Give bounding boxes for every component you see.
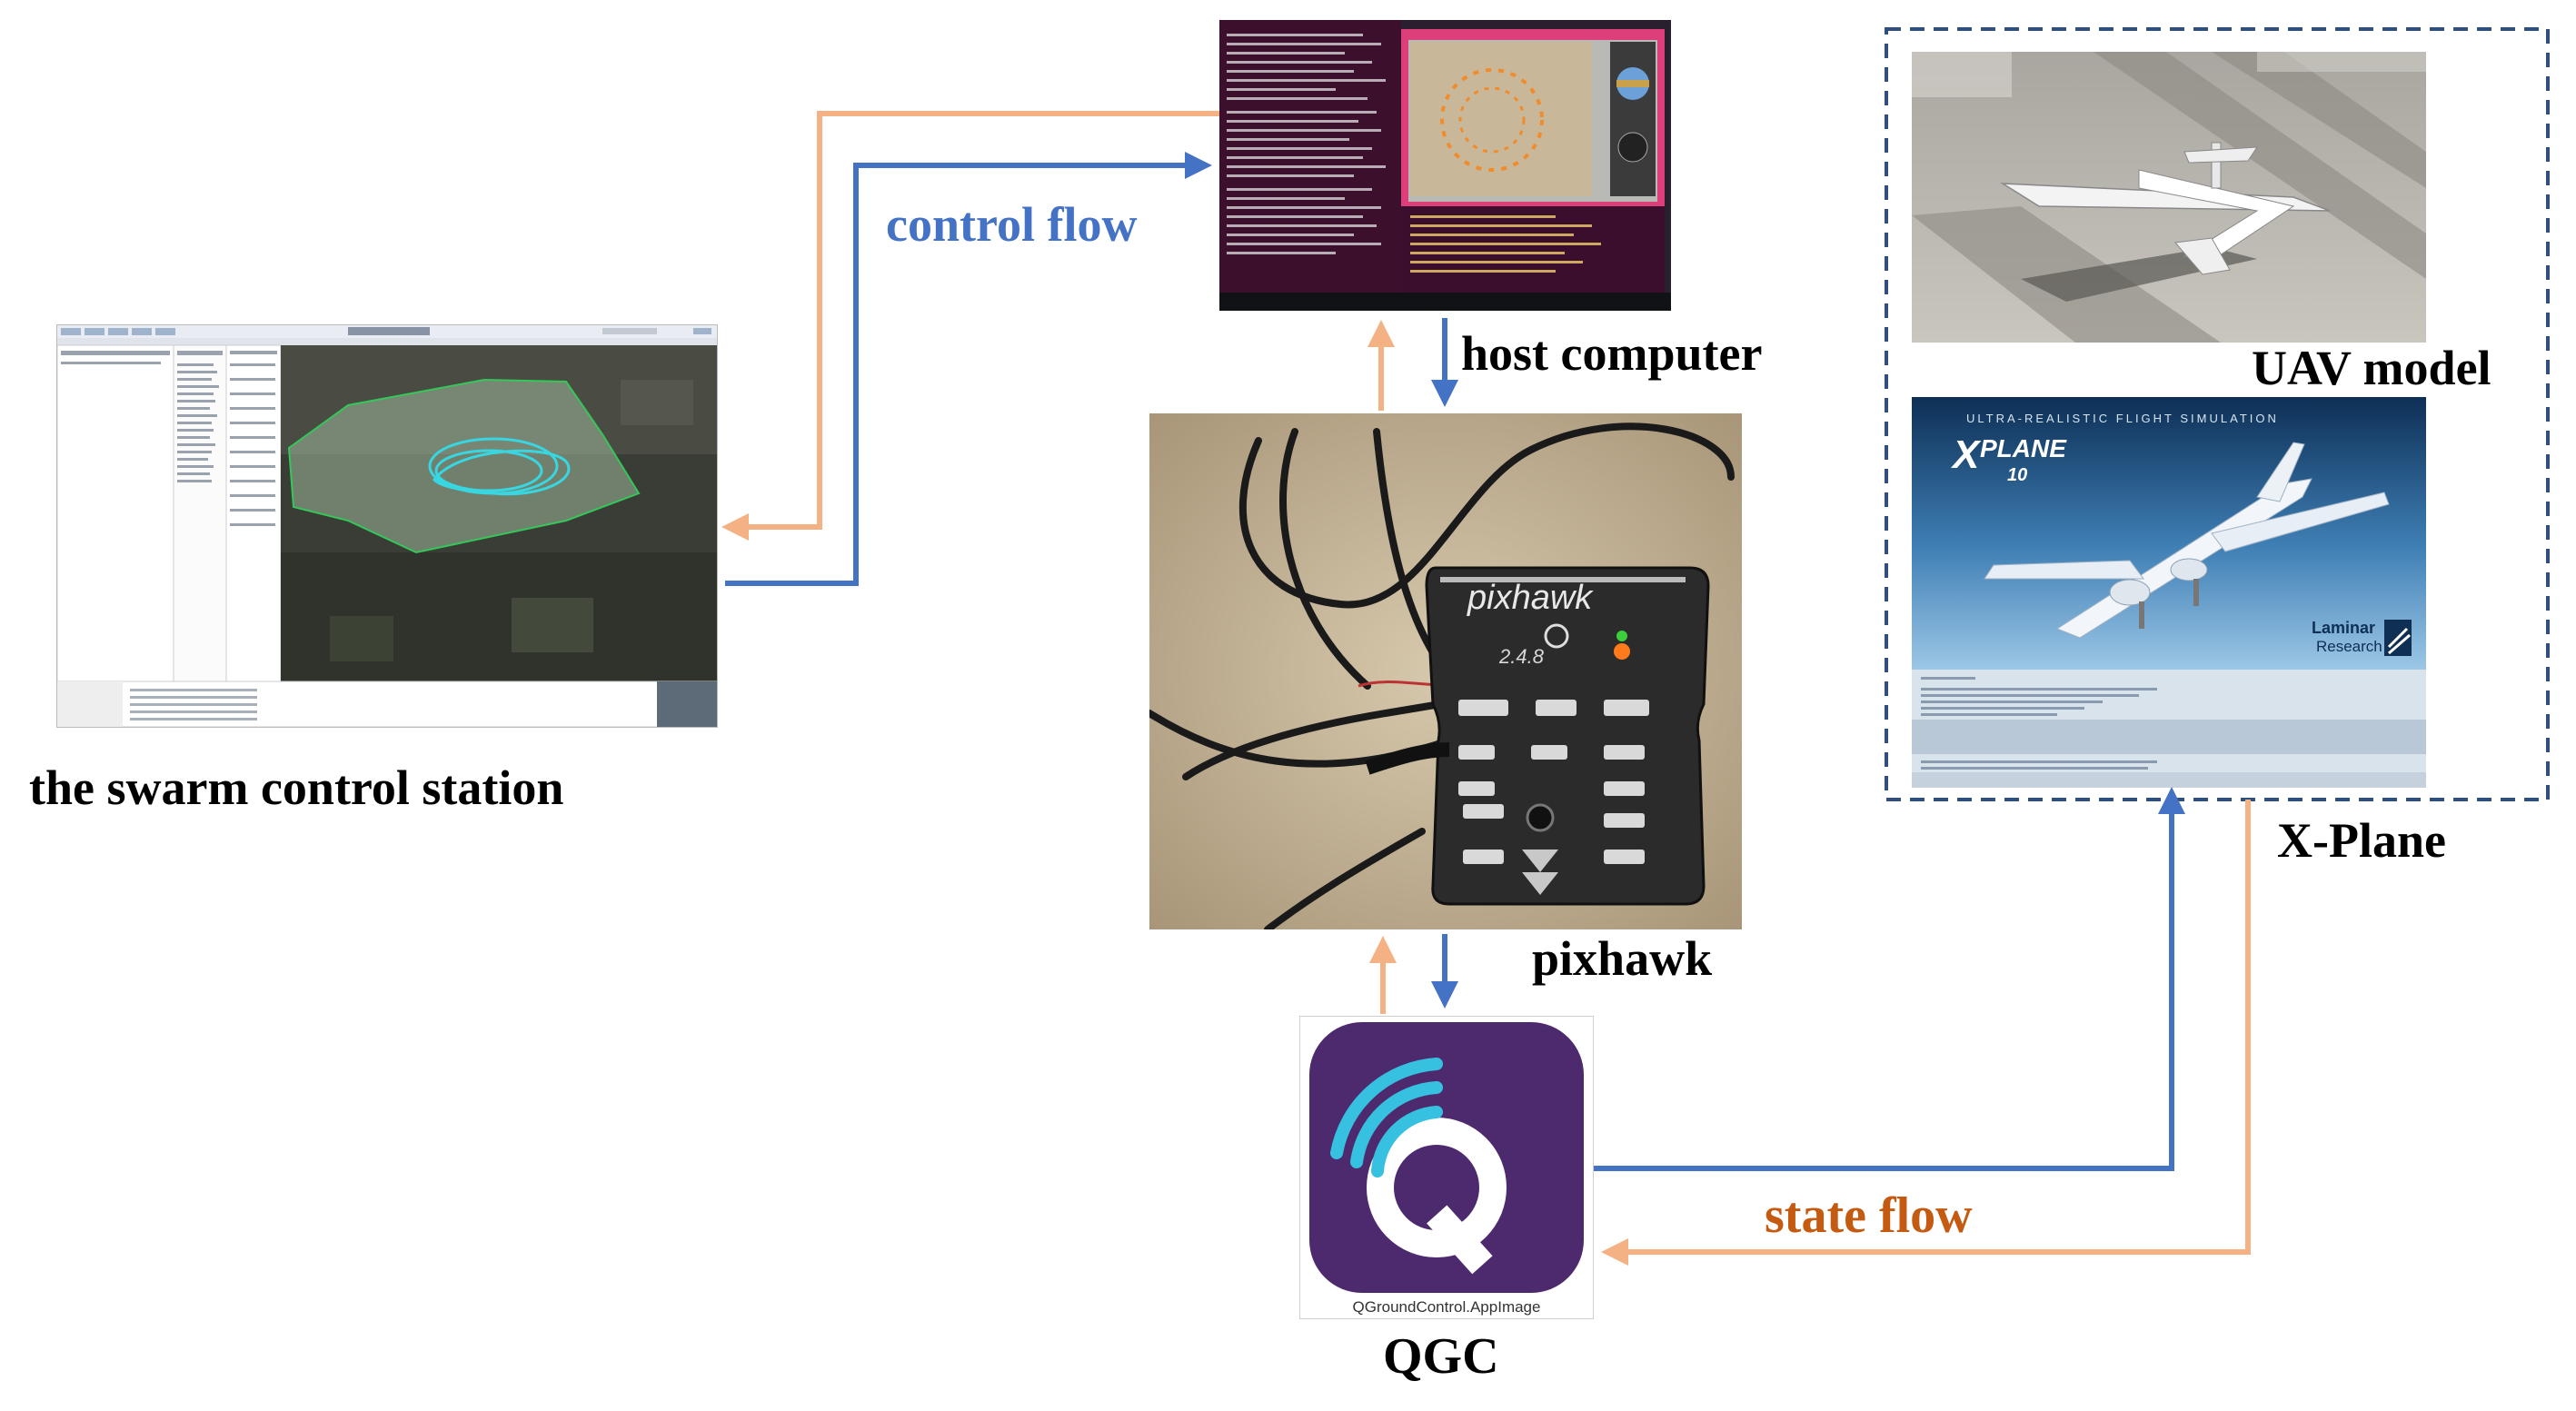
xplane-splash-screenshot: ULTRA-REALISTIC FLIGHT SIMULATION X PLAN… xyxy=(1912,397,2426,788)
pixhawk-version-text: 2.4.8 xyxy=(1498,645,1545,668)
arrow-station-to-host xyxy=(725,152,1212,586)
host-computer-label: host computer xyxy=(1461,326,1763,381)
qgc-filename: QGroundControl.AppImage xyxy=(1353,1298,1541,1316)
qgc-app-tile: QGroundControl.AppImage xyxy=(1299,1016,1594,1319)
uav-model-label: UAV model xyxy=(2252,341,2491,395)
pixhawk-photo: pixhawk 2.4.8 xyxy=(1149,413,1742,929)
xplane-tagline: ULTRA-REALISTIC FLIGHT SIMULATION xyxy=(1966,412,2279,425)
pixhawk-brand-text: pixhawk xyxy=(1467,579,1594,617)
swarm-station-label: the swarm control station xyxy=(29,760,564,815)
qgc-label: QGC xyxy=(1383,1328,1499,1385)
qgc-app-icon: QGroundControl.AppImage xyxy=(1309,1022,1584,1316)
xplane-logo-text: PLANE xyxy=(1980,434,2067,462)
pixhawk-label: pixhawk xyxy=(1532,931,1713,986)
xplane-splash-image: ULTRA-REALISTIC FLIGHT SIMULATION X PLAN… xyxy=(1912,397,2426,788)
laminar-logo-line2: Research xyxy=(2316,638,2382,655)
xplane-logo-number: 10 xyxy=(2007,465,2027,485)
host-computer-screenshot xyxy=(1219,20,1671,311)
uav-model-image xyxy=(1912,52,2426,343)
swarm-station-image xyxy=(57,325,717,727)
xplane-dashed-border xyxy=(1885,27,2550,801)
arrow-qgc-to-xplane xyxy=(1594,787,2185,1171)
uav-model-screenshot xyxy=(1912,52,2426,343)
airliner-illustration xyxy=(1984,442,2390,639)
arrow-host-to-station xyxy=(721,111,1219,541)
svg-text:X: X xyxy=(1950,432,1982,477)
control-flow-label: control flow xyxy=(886,197,1138,252)
arrow-xplane-to-qgc xyxy=(1601,800,2251,1266)
host-computer-image xyxy=(1219,20,1671,311)
xplane-label: X-Plane xyxy=(2277,813,2446,868)
state-flow-label: state flow xyxy=(1765,1187,1973,1244)
laminar-logo-line1: Laminar xyxy=(2312,619,2375,637)
pixhawk-image: pixhawk 2.4.8 xyxy=(1149,413,1742,929)
swarm-control-station-screenshot xyxy=(56,324,718,728)
